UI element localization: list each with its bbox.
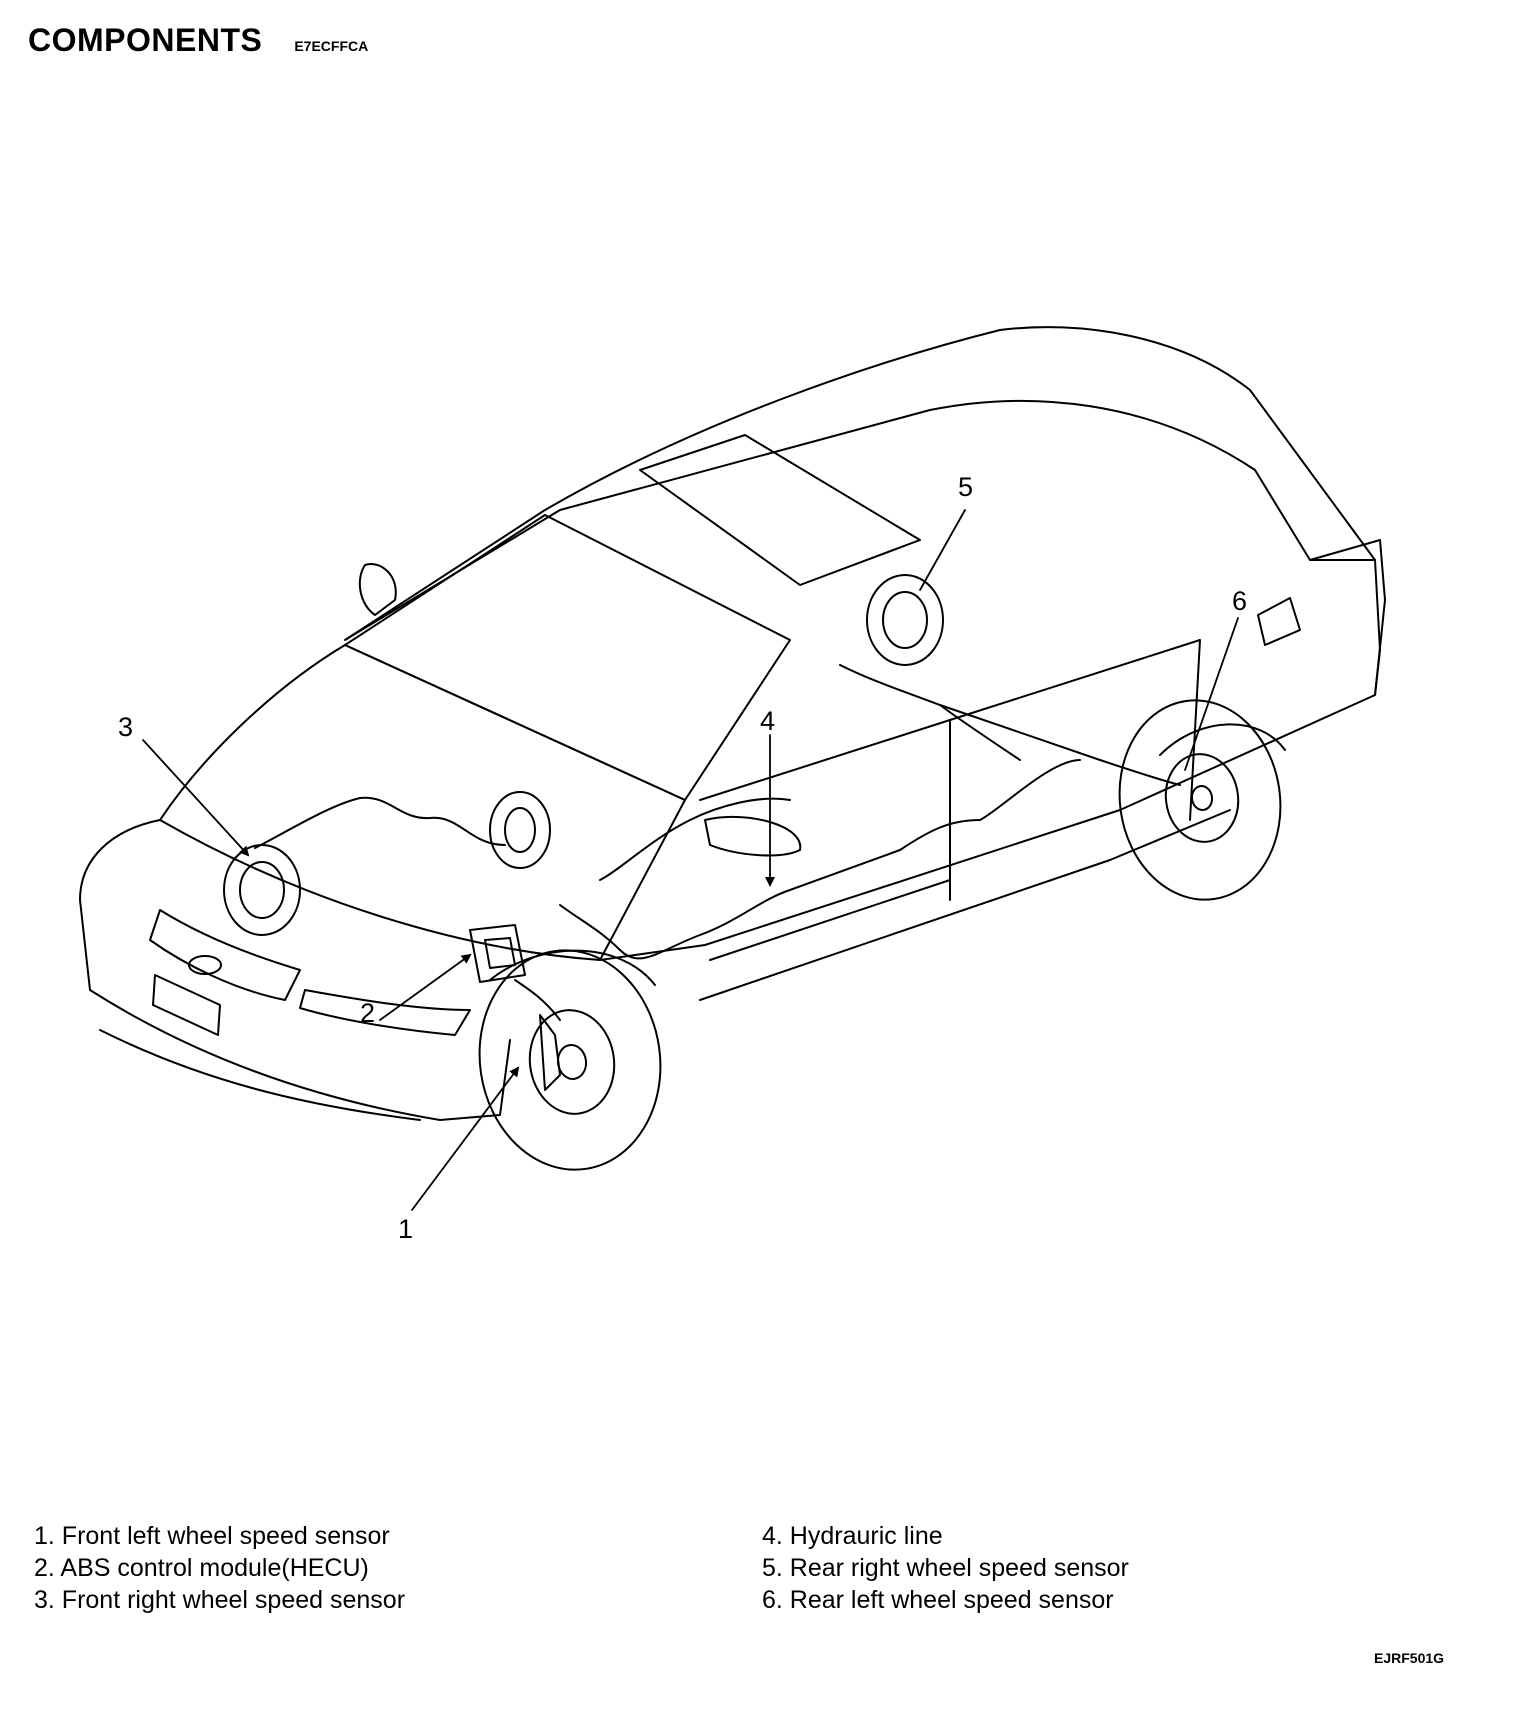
callout-1: 1 [398,1214,413,1244]
legend-left-column: 1. Front left wheel speed sensor 2. ABS … [34,1520,405,1616]
legend-item-4: 4. Hydrauric line [762,1522,943,1550]
wheel-speed-sensor-assemblies [223,574,944,1091]
legend-item-3: 3. Front right wheel speed sensor [34,1586,406,1614]
legend-right-column: 4. Hydrauric line 5. Rear right wheel sp… [762,1520,1129,1616]
car-body [79,326,1386,1171]
document-code: E7ECFFCA [294,38,369,54]
brake-hydraulic-line [254,664,1181,1021]
legend-item-2: 2. ABS control module(HECU) [34,1554,369,1582]
brake-booster-and-hecu [469,791,551,983]
callout-leaders [142,509,1239,1211]
legend-item-1: 1. Front left wheel speed sensor [34,1522,390,1550]
callout-2: 2 [360,998,375,1028]
callout-5: 5 [958,472,973,502]
callout-4: 4 [760,706,775,736]
figure-id: EJRF501G [1374,1650,1445,1666]
legend-item-5: 5. Rear right wheel speed sensor [762,1554,1129,1582]
page-header: COMPONENTS E7ECFFCA [28,22,368,59]
callout-3: 3 [118,712,133,742]
callout-labels: 1 2 3 4 5 6 [118,472,1247,1244]
callout-6: 6 [1232,586,1247,616]
page-title: COMPONENTS [28,22,263,58]
legend-item-6: 6. Rear left wheel speed sensor [762,1586,1114,1614]
